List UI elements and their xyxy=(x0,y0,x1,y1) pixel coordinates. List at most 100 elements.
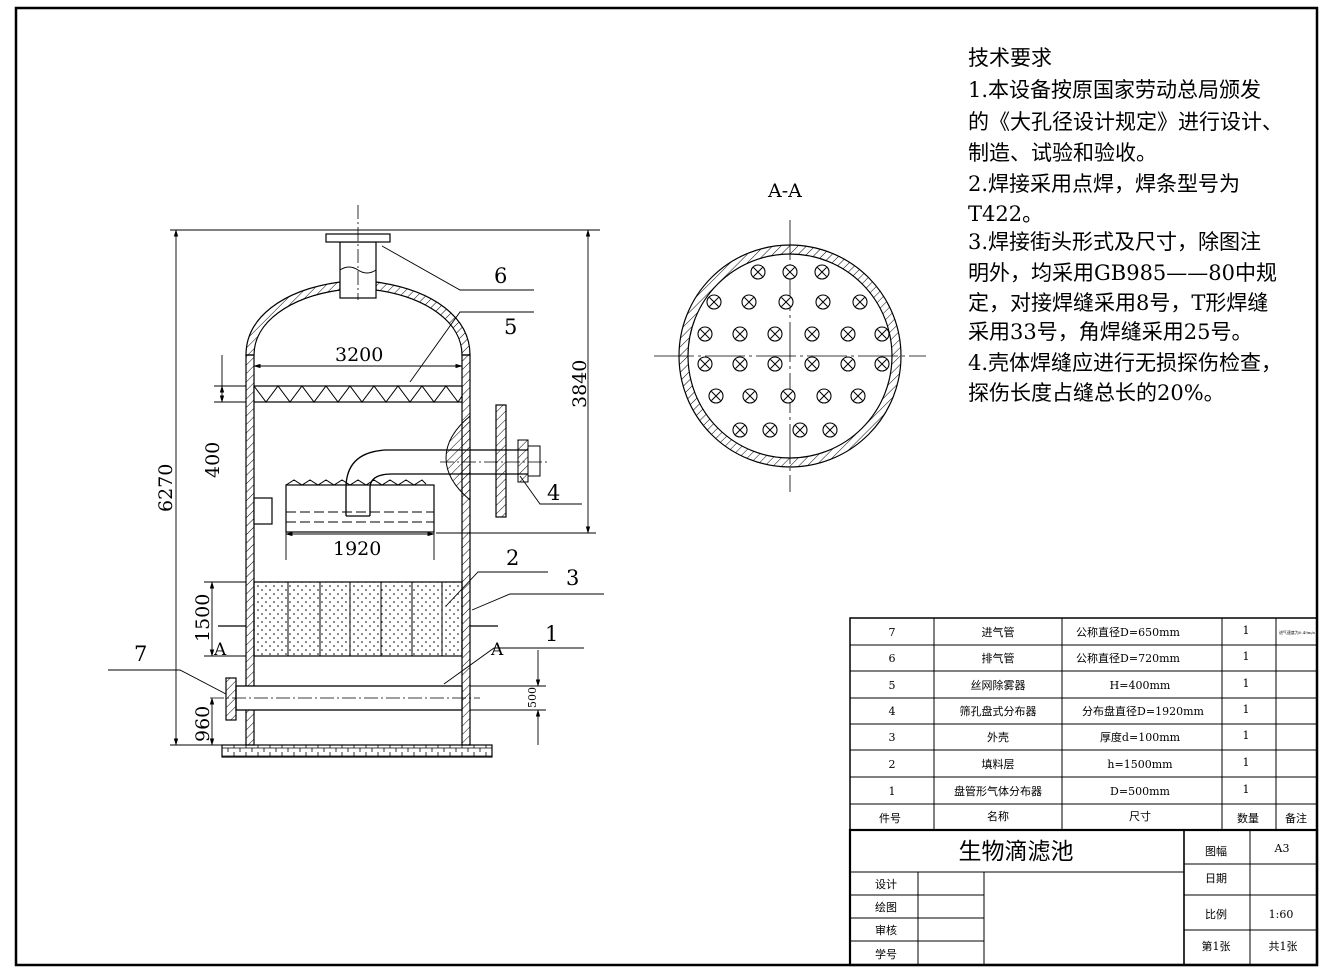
side-port xyxy=(253,497,273,525)
sieve-hole-cross xyxy=(711,391,721,401)
part-note: 进气速度为0.49m/s xyxy=(1279,629,1315,635)
sieve-hole-cross xyxy=(735,425,745,435)
part-qty: 1 xyxy=(1243,624,1250,637)
sieve-hole-cross xyxy=(825,425,835,435)
leader-label-6: 6 xyxy=(494,264,507,288)
sieve-hole-cross xyxy=(819,391,829,401)
part-no: 2 xyxy=(889,758,896,771)
sieve-holes xyxy=(697,264,890,438)
parts-row: 3 外壳 厚度d=100mm 1 xyxy=(889,729,1250,744)
dome-head xyxy=(245,281,341,356)
sieve-hole-cross xyxy=(843,329,853,339)
title-block-text: 生物滴滤池 设计 绘图 审核 学号 图幅 A3 日期 比例 1:60 第1张 共… xyxy=(875,839,1298,961)
dimension-lines xyxy=(108,229,604,746)
part-qty: 1 xyxy=(1243,703,1250,716)
sheet-total: 共1张 xyxy=(1269,940,1298,953)
sieve-hole-cross xyxy=(877,359,887,369)
header-name: 名称 xyxy=(987,809,1009,823)
label-design: 设计 xyxy=(875,878,897,891)
part-size: h=1500mm xyxy=(1107,758,1173,771)
inlet-flange xyxy=(495,404,507,518)
header-qty: 数量 xyxy=(1237,812,1259,825)
sieve-hole-cross xyxy=(753,267,763,277)
value-scale: 1:60 xyxy=(1269,908,1294,921)
inlet-pipe-flange xyxy=(225,677,237,721)
tech-req-line: 的《大孔径设计规定》进行设计、 xyxy=(968,110,1283,134)
label-format: 图幅 xyxy=(1205,845,1227,858)
part-no: 7 xyxy=(889,626,896,639)
sieve-hole-cross xyxy=(843,359,853,369)
leader-label-4: 4 xyxy=(547,481,560,505)
tech-req-line: 定，对接焊缝采用8号，T形焊缝 xyxy=(968,291,1268,315)
parts-row: 7 进气管 公称直径D=650mm 1 进气速度为0.49m/s xyxy=(889,624,1316,639)
tech-req-title: 技术要求 xyxy=(968,46,1052,70)
part-name: 进气管 xyxy=(982,625,1015,639)
header-size: 尺寸 xyxy=(1129,809,1151,823)
part-size: D=500mm xyxy=(1110,785,1170,798)
part-size: 公称直径D=650mm xyxy=(1076,625,1180,639)
section-mark-left: A xyxy=(213,640,227,660)
tech-req-line: 探伤长度占缝总长的20%。 xyxy=(968,381,1225,405)
foundation-base xyxy=(221,744,493,758)
part-size: 公称直径D=720mm xyxy=(1076,651,1180,665)
part-name: 外壳 xyxy=(987,730,1009,744)
title-block xyxy=(848,828,1319,967)
part-qty: 1 xyxy=(1243,756,1250,769)
part-qty: 1 xyxy=(1243,783,1250,796)
part-qty: 1 xyxy=(1243,677,1250,690)
sieve-hole-cross xyxy=(770,329,780,339)
sieve-distributor xyxy=(285,484,435,533)
drawing-frame xyxy=(14,6,1319,967)
sieve-hole-cross xyxy=(818,297,828,307)
tech-req-line: 采用33号，角焊缝采用25号。 xyxy=(968,320,1252,344)
tech-req-line: 4.壳体焊缝应进行无损探伤检查， xyxy=(968,351,1282,375)
sieve-hole-cross xyxy=(877,329,887,339)
sieve-hole-cross xyxy=(735,359,745,369)
parts-row: 2 填料层 h=1500mm 1 xyxy=(889,756,1250,771)
part-size: 厚度d=100mm xyxy=(1100,730,1181,744)
dim-pipe-height: 500 xyxy=(526,687,539,708)
parts-header: 件号 名称 尺寸 数量 备注 xyxy=(879,809,1307,825)
label-date: 日期 xyxy=(1205,872,1227,885)
sieve-hole-cross xyxy=(744,297,754,307)
sheet-number: 第1张 xyxy=(1202,939,1231,953)
sieve-hole-cross xyxy=(745,391,755,401)
dim-shell-width: 3200 xyxy=(335,344,383,366)
dim-bottom-height: 960 xyxy=(192,706,214,742)
part-qty: 1 xyxy=(1243,729,1250,742)
part-name: 排气管 xyxy=(982,651,1015,665)
leader-label-5: 5 xyxy=(504,315,517,339)
label-drawing: 绘图 xyxy=(875,900,897,914)
dim-packing-height: 1500 xyxy=(192,594,214,642)
label-student-no: 学号 xyxy=(875,947,897,961)
sieve-hole-cross xyxy=(855,297,865,307)
tech-req-line: 2.焊接采用点焊，焊条型号为 xyxy=(968,172,1240,196)
demister-pad xyxy=(253,385,463,403)
drawing-title: 生物滴滤池 xyxy=(959,839,1074,865)
sieve-hole-cross xyxy=(807,359,817,369)
sieve-hole-cross xyxy=(795,425,805,435)
sieve-hole-cross xyxy=(709,297,719,307)
shell-wall-right xyxy=(461,354,471,746)
part-no: 5 xyxy=(889,679,896,692)
side-nozzle-boss xyxy=(445,414,471,502)
part-name: 丝网除雾器 xyxy=(971,678,1026,692)
part-size: H=400mm xyxy=(1110,679,1171,692)
part-name: 筛孔盘式分布器 xyxy=(960,704,1037,718)
leader-label-1: 1 xyxy=(545,622,558,646)
sieve-hole-cross xyxy=(783,391,793,401)
tech-req-line: 明外，均采用GB985——80中规 xyxy=(968,261,1277,285)
dim-overall-height: 6270 xyxy=(155,464,177,512)
sieve-hole-cross xyxy=(770,359,780,369)
part-no: 6 xyxy=(889,652,896,665)
tech-req-line: 1.本设备按原国家劳动总局颁发 xyxy=(968,78,1261,102)
parts-row: 1 盘管形气体分布器 D=500mm 1 xyxy=(889,783,1250,798)
part-no: 1 xyxy=(889,785,896,798)
part-name: 盘管形气体分布器 xyxy=(954,784,1042,798)
parts-list-text: 7 进气管 公称直径D=650mm 1 进气速度为0.49m/s 6 排气管 公… xyxy=(879,624,1315,825)
section-view: A-A xyxy=(654,180,926,492)
part-qty: 1 xyxy=(1243,650,1250,663)
sieve-hole-cross xyxy=(700,359,710,369)
sieve-hole-cross xyxy=(785,267,795,277)
header-no: 件号 xyxy=(879,812,901,825)
